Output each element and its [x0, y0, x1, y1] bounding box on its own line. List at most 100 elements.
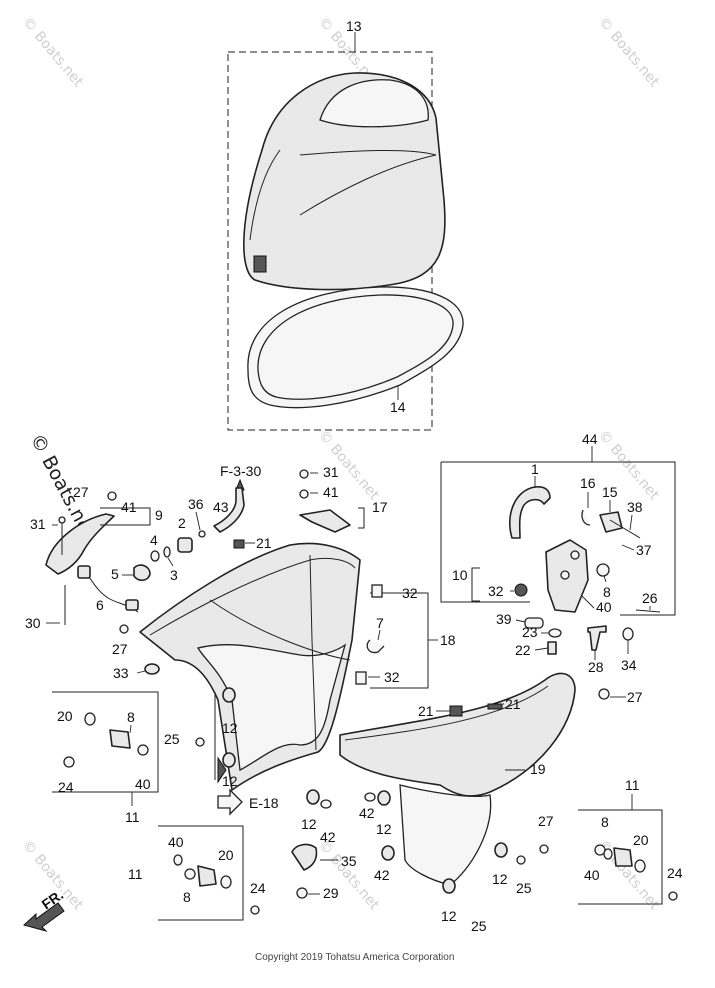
leader-33: [136, 670, 146, 674]
screw-29: [296, 887, 308, 899]
hose-43: [213, 487, 245, 533]
group-box-11a: [52, 691, 159, 793]
stopper-a: [109, 729, 131, 749]
screw-27d: [539, 844, 549, 854]
watermark: © Boats.net: [595, 14, 662, 90]
latch-plate-17: [299, 509, 351, 533]
label-5: 5: [111, 566, 119, 582]
fitting-2: [177, 537, 193, 553]
collar-42a: [320, 799, 332, 809]
label-27b: 27: [112, 641, 128, 657]
label-33: 33: [113, 665, 129, 681]
label-4: 4: [150, 532, 158, 548]
label-26: 26: [642, 590, 658, 606]
label-21b: 21: [418, 703, 434, 719]
collar-8c: [184, 868, 196, 880]
watermark: © Boats.net: [19, 14, 86, 90]
label-37: 37: [636, 542, 652, 558]
label-28: 28: [588, 659, 604, 675]
bolt-26: [635, 609, 661, 613]
leader-37: [621, 544, 635, 551]
clip-32b: [371, 584, 383, 598]
label-7: 7: [376, 615, 384, 631]
screw-27b: [119, 624, 129, 634]
screw-24a: [63, 756, 75, 768]
grommet-12d: [377, 790, 391, 806]
label-42c: 42: [374, 867, 390, 883]
leader-8b: [129, 724, 132, 734]
bracket-17: [358, 507, 365, 529]
grommet-21b: [449, 705, 463, 717]
label-25a: 25: [164, 731, 180, 747]
label-13: 13: [346, 18, 362, 34]
label-41a: 41: [323, 484, 339, 500]
screw-27c: [107, 491, 117, 501]
leader-22: [534, 647, 549, 651]
grommet-12a: [222, 687, 236, 703]
leader-8a: [603, 575, 607, 583]
grommet-32a: [514, 583, 528, 597]
arrow-icon: [217, 756, 227, 784]
label-27a: 27: [627, 689, 643, 705]
nut-33: [144, 663, 160, 675]
label-43: 43: [213, 499, 229, 515]
pin-28: [587, 625, 607, 651]
label-44: 44: [582, 431, 598, 447]
washer-4: [150, 550, 160, 562]
label-41b: 41: [121, 499, 137, 515]
label-12e: 12: [492, 871, 508, 887]
screw-24c: [668, 891, 678, 901]
top-cowl: [243, 72, 446, 291]
clip-16: [581, 509, 591, 526]
label-32c: 32: [384, 669, 400, 685]
bracket-35: [291, 843, 318, 871]
leader-40a: [581, 595, 595, 609]
copyright: Copyright 2019 Tohatsu America Corporati…: [255, 952, 454, 963]
grommet-21c: [487, 703, 503, 710]
label-23: 23: [522, 624, 538, 640]
label-29: 29: [323, 885, 339, 901]
label-22: 22: [515, 642, 531, 658]
group-box-11c: [578, 809, 663, 905]
bolt-22: [547, 641, 557, 655]
label-25b: 25: [471, 918, 487, 934]
collar-8a: [596, 563, 610, 577]
bracket-15: [599, 511, 623, 533]
watermark: © Boats.net: [315, 837, 382, 913]
label-21a: 21: [256, 535, 272, 551]
label-12a: 12: [222, 720, 238, 736]
washer-23: [548, 628, 562, 638]
clip-32c: [355, 671, 367, 685]
knob-5: [133, 564, 151, 582]
ref-e: E-18: [249, 795, 279, 811]
bracket-10: [471, 567, 480, 602]
label-31a: 31: [323, 464, 339, 480]
grommet-12f: [442, 878, 456, 894]
connector-6: [77, 565, 91, 579]
label-20a: 20: [57, 708, 73, 724]
label-12c: 12: [301, 816, 317, 832]
collar-42b: [364, 792, 376, 802]
label-25c: 25: [516, 880, 532, 896]
label-27c: 27: [73, 484, 89, 500]
label-11b: 11: [128, 866, 143, 882]
connector-6b: [125, 599, 139, 611]
label-16: 16: [580, 475, 596, 491]
label-24b: 24: [250, 880, 266, 896]
grommet-12e: [381, 845, 395, 861]
cap-20a: [84, 712, 96, 726]
label-35: 35: [341, 853, 357, 869]
label-40a: 40: [596, 599, 612, 615]
label-11a: 11: [125, 809, 140, 825]
label-21c: 21: [505, 696, 521, 712]
lever-bracket: [545, 539, 589, 613]
screw-25c: [516, 855, 526, 865]
label-36: 36: [188, 496, 204, 512]
label-6: 6: [96, 597, 104, 613]
label-32b: 32: [402, 585, 418, 601]
label-18: 18: [440, 632, 456, 648]
stopper-c: [613, 847, 633, 867]
label-19: 19: [530, 761, 546, 777]
screw-31b: [58, 516, 66, 524]
